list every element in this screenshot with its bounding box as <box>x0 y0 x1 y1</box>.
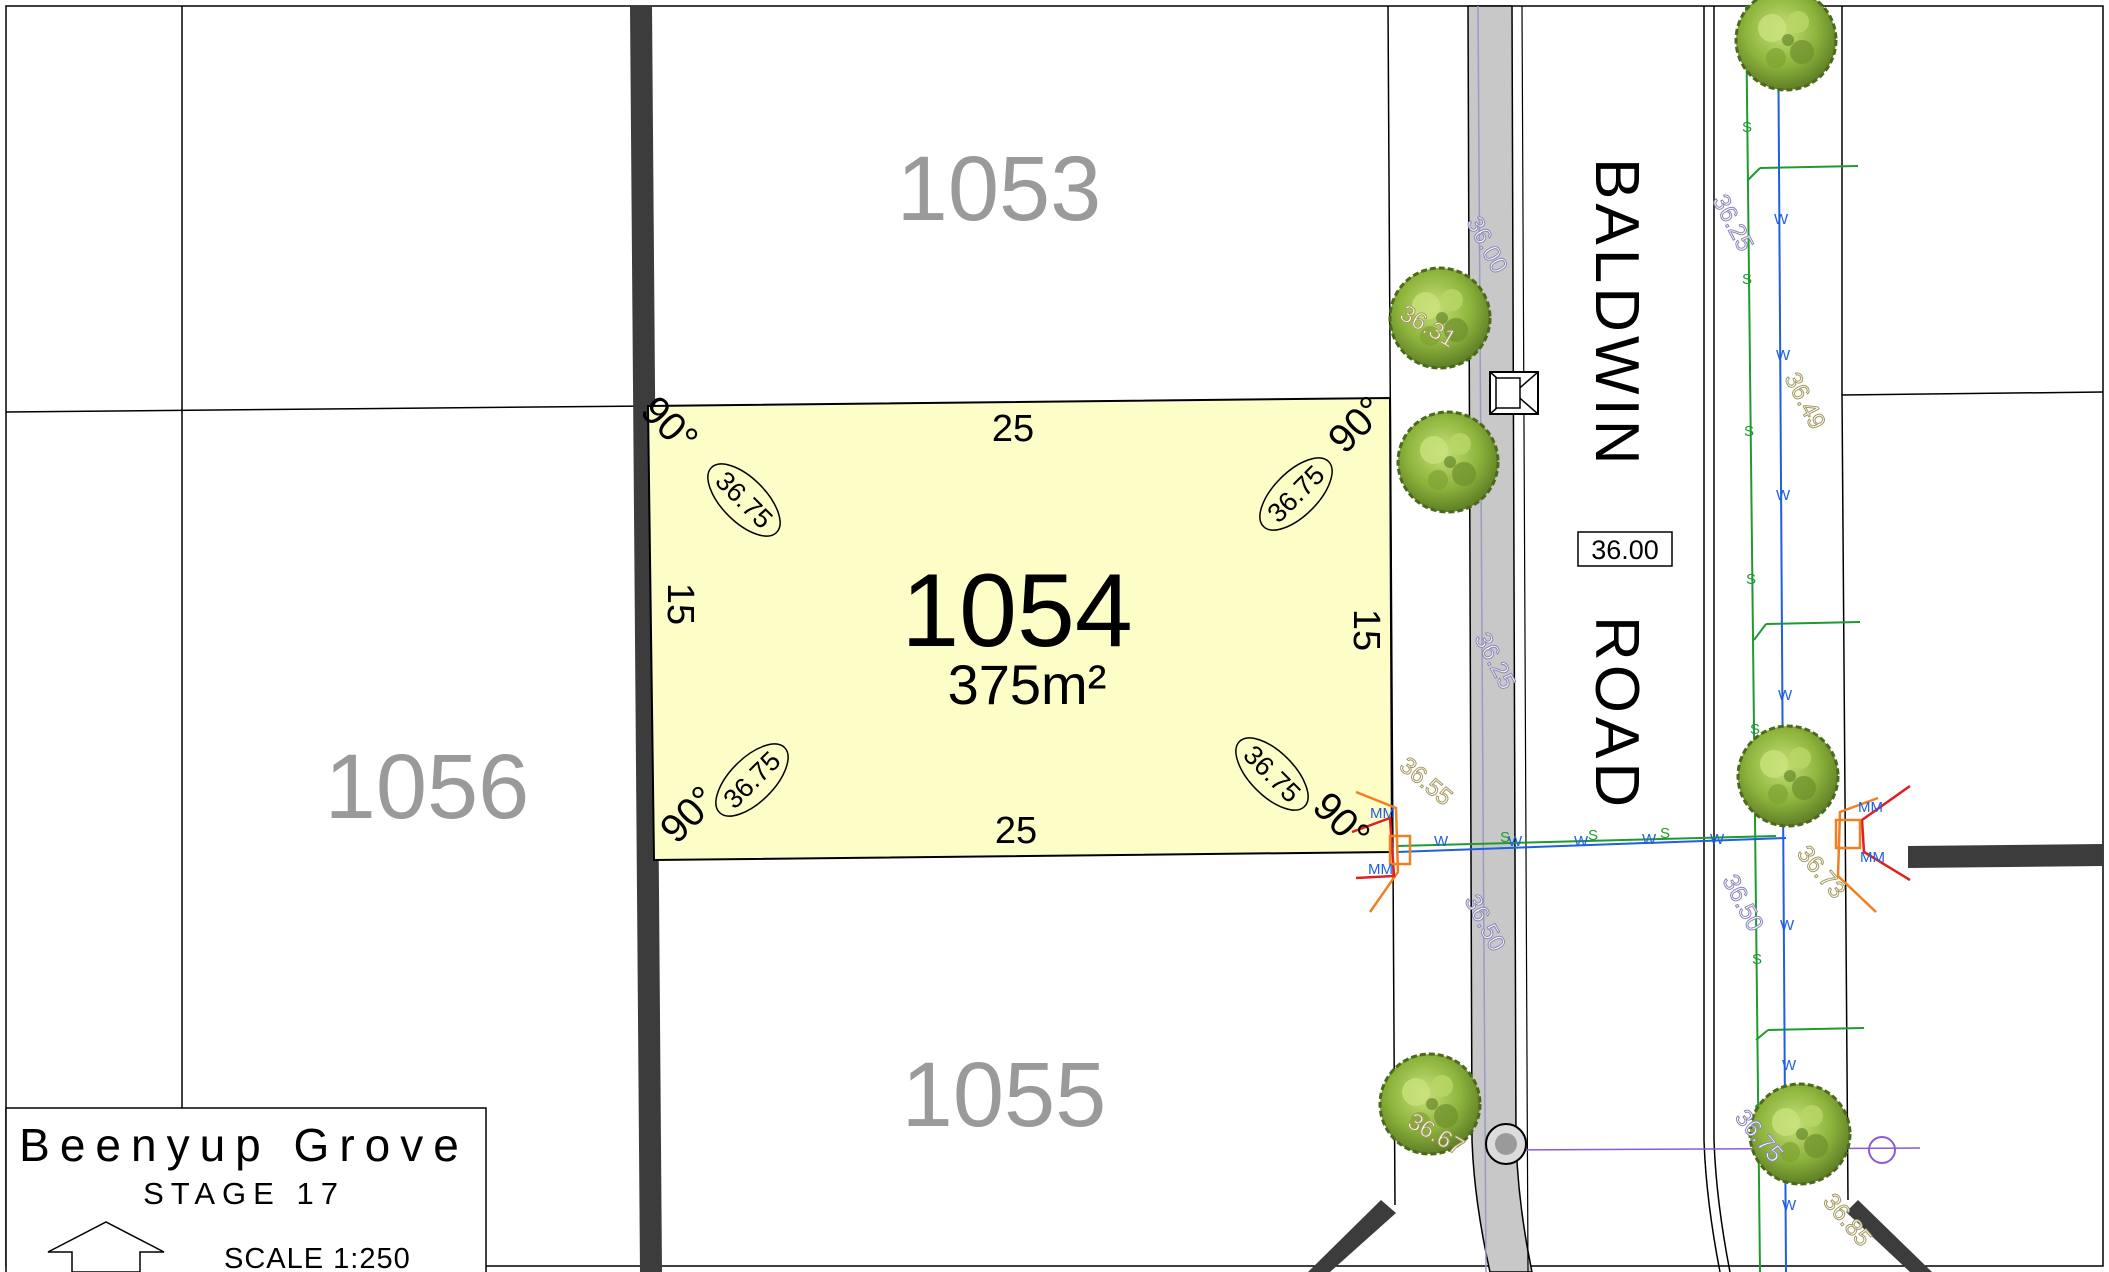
north-arrow-icon <box>47 1221 165 1272</box>
sewer-mark: S <box>1660 825 1670 842</box>
tree-icon <box>1396 410 1500 514</box>
lot-1056-label[interactable]: 1056 <box>325 736 530 838</box>
comms-line <box>1507 1136 1921 1164</box>
comms-pit-icon <box>1868 1136 1896 1164</box>
dimension-left: 15 <box>659 583 701 625</box>
tree-icon <box>1736 724 1840 828</box>
water-mark: W <box>1642 831 1657 848</box>
road-name-baldwin: BALDWIN <box>1582 158 1651 468</box>
svg-text:MM: MM <box>1860 849 1885 866</box>
scale-label: SCALE 1:250 <box>224 1243 411 1272</box>
sewer-mark: S <box>1742 119 1752 136</box>
road-edge-west <box>1521 5 1529 1272</box>
lot-1054-area: 375m² <box>948 653 1107 716</box>
plan-border <box>5 5 2104 1267</box>
contour-lines <box>1477 5 1487 1272</box>
road-level-label: 36.00 <box>1591 535 1659 565</box>
water-mark: W <box>1574 833 1589 850</box>
water-mark: W <box>1776 347 1791 364</box>
lot-1055-label[interactable]: 1055 <box>902 1044 1107 1146</box>
water-line <box>1395 5 1787 1272</box>
sewer-mark: S <box>1742 271 1752 288</box>
dimension-top: 25 <box>992 408 1034 450</box>
lot-1053-label[interactable]: 1053 <box>897 138 1102 240</box>
svg-text:MM: MM <box>1368 861 1393 878</box>
stage-label: STAGE 17 <box>143 1176 345 1211</box>
thick-boundaries <box>630 6 2103 1272</box>
svg-text:MM: MM <box>1858 799 1883 816</box>
sewer-mark: S <box>1500 829 1510 846</box>
water-mark: W <box>1782 1057 1797 1074</box>
service-pit-east: MM MM <box>1834 784 1911 913</box>
sewer-mark: S <box>1746 571 1756 588</box>
water-mark: W <box>1434 833 1449 850</box>
title-block: Beenyup Grove STAGE 17 SCALE 1:250 <box>5 1107 487 1272</box>
dimension-bottom: 25 <box>995 810 1037 852</box>
water-mark: W <box>1780 917 1795 934</box>
water-mark: W <box>1710 831 1725 848</box>
road-name-road: ROAD <box>1582 616 1651 811</box>
sewer-mark: S <box>1588 827 1598 844</box>
lot-1054-label[interactable]: 1054 <box>901 553 1132 669</box>
electrical-box-icon <box>1489 371 1539 415</box>
kerb-line-east-inner <box>1713 6 1731 1272</box>
estate-name: Beenyup Grove <box>19 1119 469 1171</box>
dimension-right: 15 <box>1345 609 1387 651</box>
kerb-line-east-outer <box>1703 6 1721 1272</box>
svg-text:MM: MM <box>1370 805 1395 822</box>
water-mark: W <box>1508 833 1523 850</box>
sewer-mark: S <box>1750 721 1760 738</box>
sewer-mark: S <box>1744 423 1754 440</box>
drainage-pit-icon <box>1485 1123 1527 1165</box>
water-mark: W <box>1776 487 1791 504</box>
road-level-box <box>1577 531 1673 567</box>
water-mark: W <box>1774 211 1789 228</box>
service-pit-west: MM MM <box>1351 790 1412 913</box>
water-mark: W <box>1778 687 1793 704</box>
sewer-mark: S <box>1752 951 1762 968</box>
water-mark: W <box>1782 1197 1797 1214</box>
